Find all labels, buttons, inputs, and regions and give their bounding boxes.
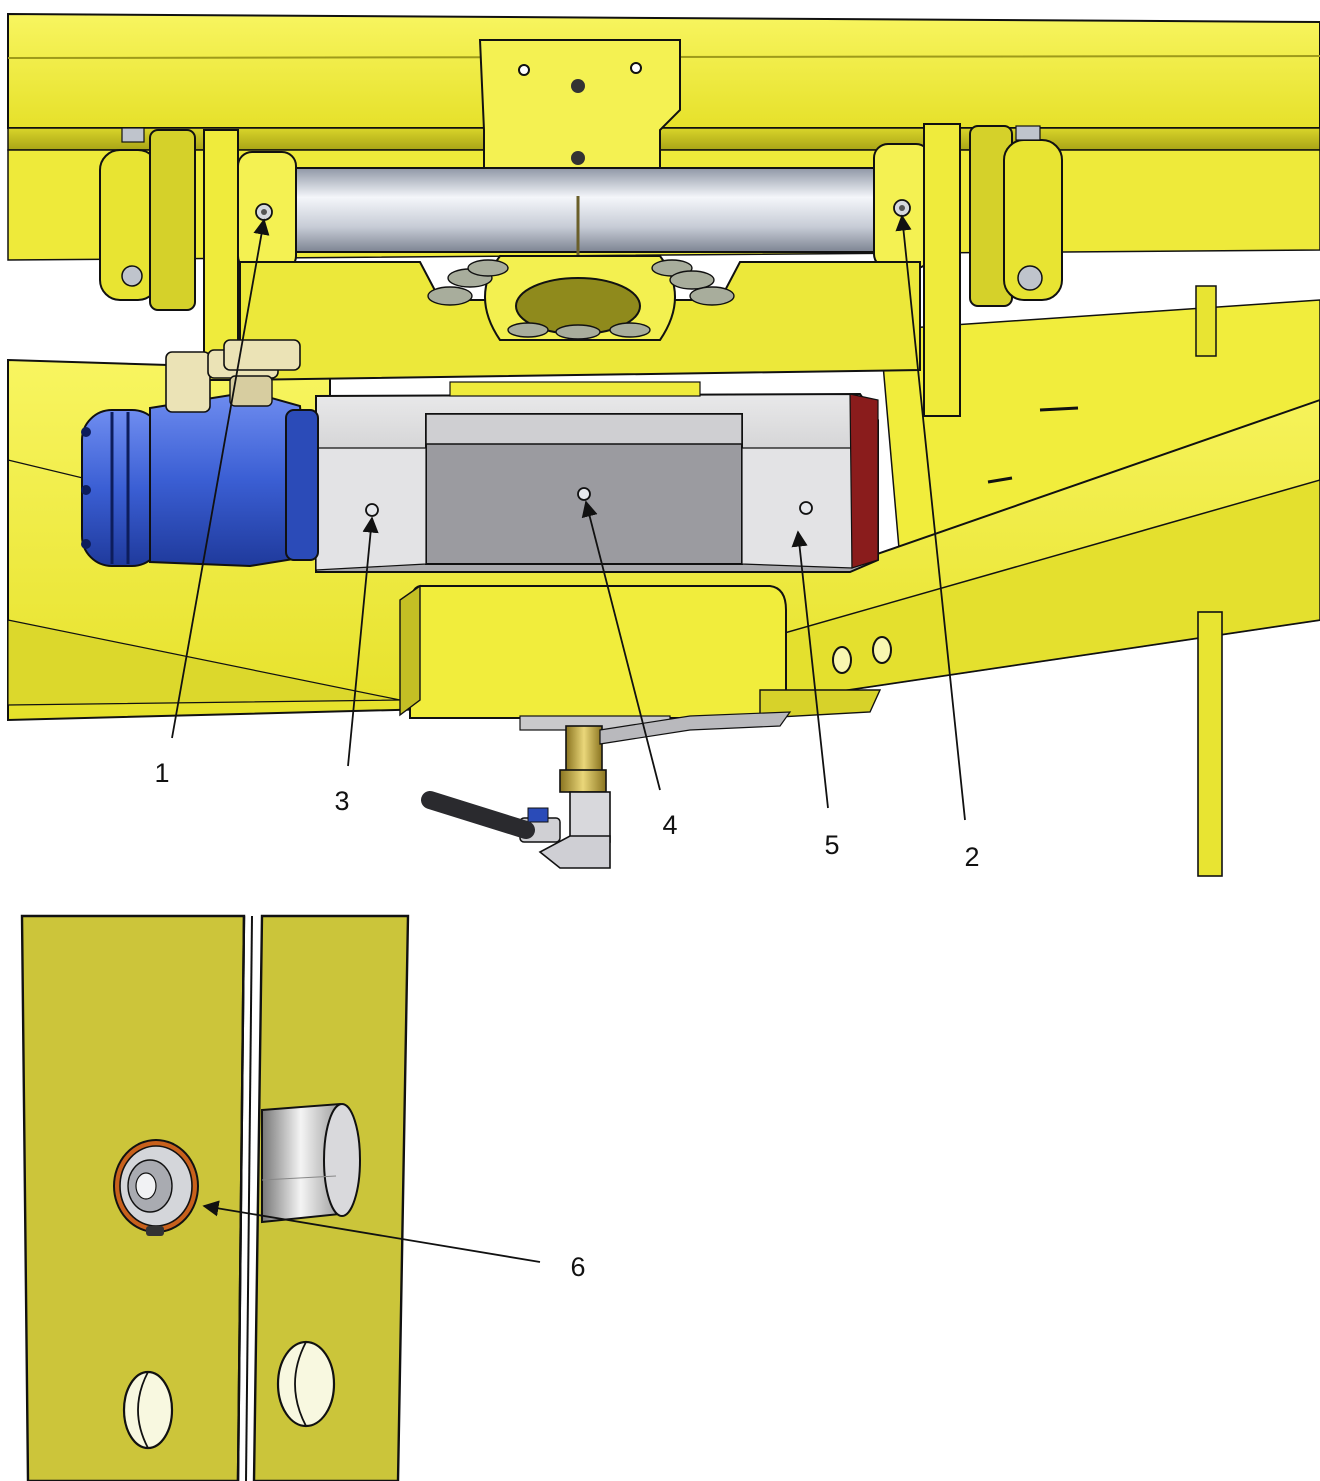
callout-4: 4 [662, 810, 677, 840]
right-platform [879, 299, 1320, 562]
leader-line-6 [202, 1200, 541, 1263]
top-assembly-view: 1 2 3 4 5 [7, 12, 1320, 877]
grease-nipple-icon [113, 1139, 199, 1236]
leader-line-5 [791, 530, 829, 809]
callout-5: 5 [824, 830, 839, 860]
hub-yoke [239, 255, 921, 382]
leader-line-2 [895, 214, 966, 821]
right-strut [1197, 611, 1223, 877]
grease-nipple-icon [365, 503, 379, 517]
left-bearing-bracket [99, 127, 297, 381]
grease-nipple-icon [255, 203, 273, 221]
callout-3: 3 [334, 786, 349, 816]
grease-nipple-icon [577, 487, 591, 501]
grease-nipple-icon [893, 199, 911, 217]
callout-2: 2 [964, 842, 979, 872]
cross-shaft [229, 167, 911, 253]
callout-6: 6 [570, 1252, 585, 1282]
pivot-tab [409, 585, 787, 719]
callout-1: 1 [154, 758, 169, 788]
grease-nipple-icon [799, 501, 813, 515]
right-bearing-bracket [873, 123, 1063, 417]
valve-handle [421, 791, 535, 839]
leader-line-1 [171, 218, 270, 739]
pivot-pin [261, 1102, 361, 1224]
hydraulic-motor [81, 390, 319, 568]
drain-valve [421, 711, 792, 869]
leader-line-3 [347, 516, 379, 767]
leader-lines [171, 214, 966, 821]
detail-holes [122, 1340, 336, 1450]
motor-fittings [165, 339, 301, 413]
leader-line-4 [581, 500, 661, 791]
detail-view: 6 [20, 914, 586, 1481]
